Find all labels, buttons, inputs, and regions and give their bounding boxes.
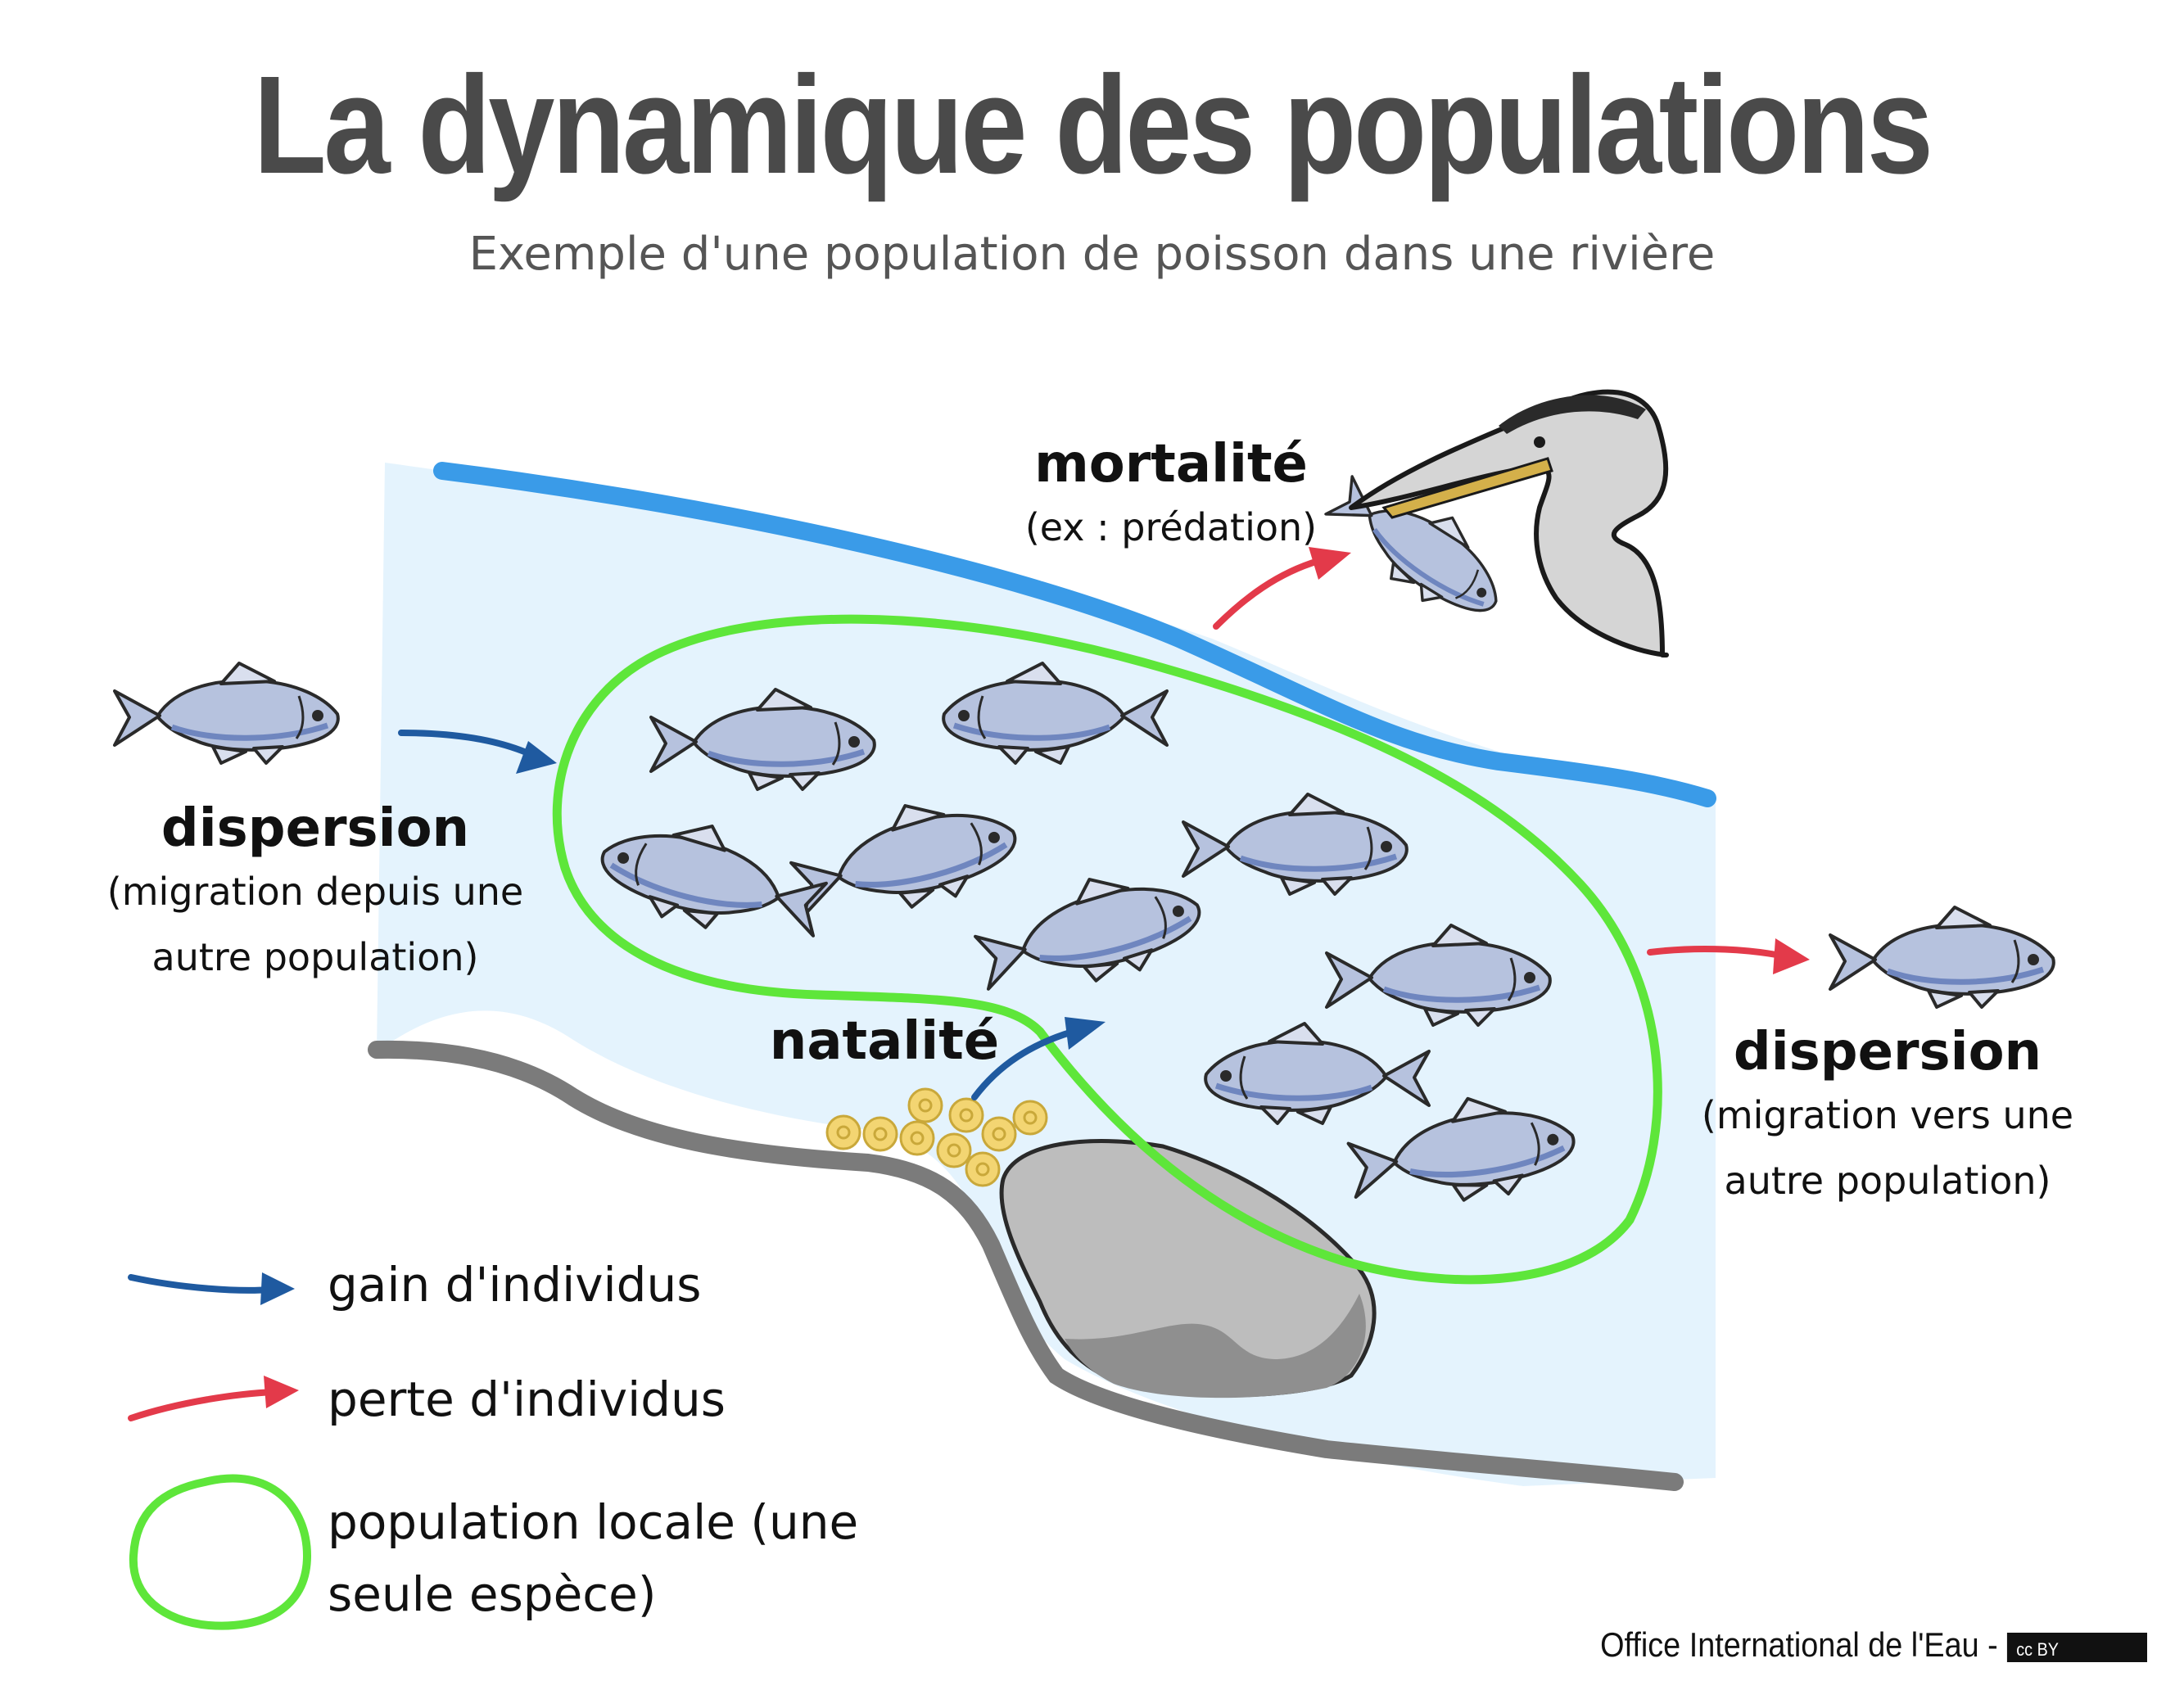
river-bank-bottom <box>368 1040 1684 1491</box>
legend-gain-arrow <box>128 1274 274 1294</box>
label-natality-title: natalité <box>769 1011 1000 1072</box>
arrow-mortality <box>1213 558 1322 630</box>
label-dispersion-out-desc-1: (migration vers une <box>1701 1093 2074 1137</box>
cc-license-badge: cc BY <box>2007 1632 2147 1662</box>
population-outline <box>552 614 1662 1285</box>
legend-loss-arrow <box>128 1389 278 1421</box>
label-natality: natalité <box>737 1011 1032 1072</box>
river-water <box>377 463 1716 1486</box>
label-dispersion-out-title: dispersion <box>1733 1022 2042 1082</box>
river-rock <box>999 1139 1377 1399</box>
label-dispersion-in-title: dispersion <box>161 798 470 859</box>
page-subtitle: Exemple d'une population de poisson dans… <box>468 228 1716 281</box>
arrowhead <box>516 741 557 774</box>
label-mortality-title: mortalité <box>1034 434 1308 495</box>
label-dispersion-in-desc-2: autre population) <box>151 935 479 979</box>
legend-population-line-1: population locale (une <box>328 1494 859 1550</box>
legend-loss-label: perte d'individus <box>328 1371 726 1427</box>
fish-outgoing <box>1830 907 2054 1007</box>
label-dispersion-out: dispersion (migration vers une autre pop… <box>1666 1022 2109 1213</box>
arrowhead <box>1065 1017 1106 1050</box>
page-title: La dynamique des populations <box>253 47 1933 203</box>
footer-text: Office International de l'Eau - <box>1600 1625 1999 1664</box>
label-dispersion-in-desc-1: (migration depuis une <box>106 870 524 914</box>
label-mortality-desc: (ex : prédation) <box>1024 505 1318 549</box>
arrow-dispersion-out <box>1647 945 1788 960</box>
arrowhead <box>1309 547 1351 580</box>
arrow-natality <box>971 1028 1076 1100</box>
legend-population-line-2: seule espèce) <box>328 1566 657 1622</box>
arrow-dispersion-in <box>398 730 531 757</box>
legend-population-label: population locale (une seule espèce) <box>328 1486 858 1630</box>
legend-population-loop <box>129 1474 312 1630</box>
heron-head <box>1349 389 1669 657</box>
label-mortality: mortalité (ex : prédation) <box>966 434 1376 560</box>
legend-gain-label: gain d'individus <box>328 1257 702 1313</box>
river-bank-top <box>433 462 1716 807</box>
label-dispersion-in: dispersion (migration depuis une autre p… <box>74 798 557 990</box>
label-dispersion-out-desc-2: autre population) <box>1724 1159 2051 1203</box>
arrowhead <box>264 1376 299 1408</box>
arrowhead <box>1773 938 1810 974</box>
footer-credit: Office International de l'Eau - cc BY <box>1601 1625 2147 1665</box>
arrowhead <box>260 1272 295 1305</box>
fish-incoming <box>115 663 338 763</box>
